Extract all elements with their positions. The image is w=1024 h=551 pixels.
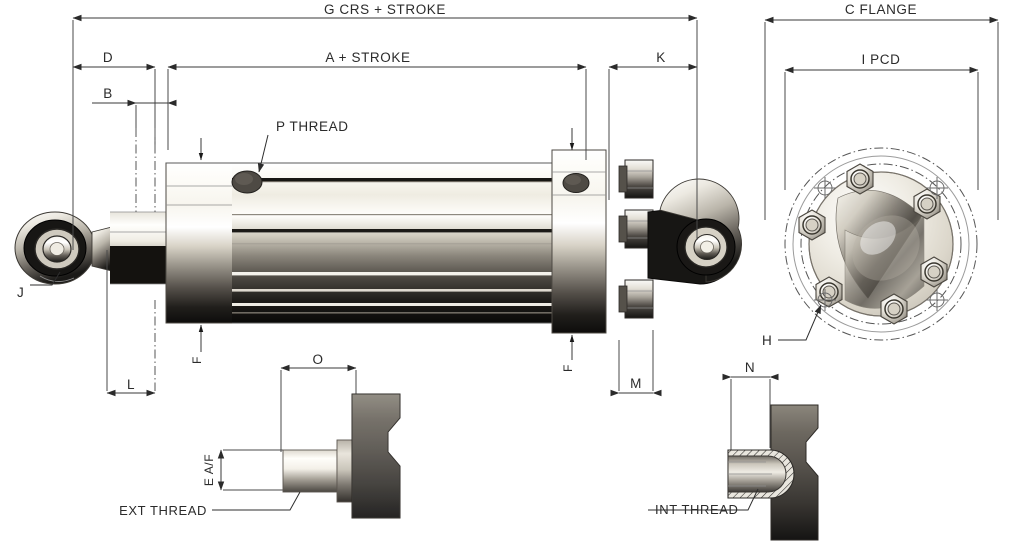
flange-pcd-circle [800, 163, 962, 325]
ext-detail-flange-body [351, 393, 401, 519]
dimension-label-c-flange: C FLANGE [845, 2, 917, 17]
leader-label-j: J [17, 285, 24, 300]
leader-h: H [762, 304, 822, 348]
leader-int-thread: INT THREAD [648, 488, 759, 517]
leader-label-h: H [762, 333, 772, 348]
dimension-label-m: M [630, 376, 642, 391]
dimension-label-f-2: F [561, 364, 575, 372]
dimension-m: M [610, 330, 662, 397]
leader-label-int-thread: INT THREAD [655, 502, 739, 517]
dimension-g-crs-stroke: G CRS + STROKE [72, 2, 698, 250]
dimension-n: N [722, 360, 779, 450]
tie-rod-nut [618, 279, 654, 319]
leader-ext-thread: EXT THREAD [119, 491, 301, 518]
dimension-label-k: K [656, 50, 666, 65]
cylinder-barrel [232, 162, 554, 324]
hydraulic-cylinder-side-elevation: G CRS + STROKE D A + STROKE K B [14, 2, 742, 397]
internal-thread-detail: N INT THREAD [648, 360, 819, 541]
gland-head [165, 162, 239, 324]
barrel-tie-rod-lines [232, 178, 554, 314]
dimension-i-pcd: I PCD [784, 52, 979, 190]
flange-center-band [835, 189, 925, 309]
flange-bolt [798, 209, 826, 241]
dimension-f-head-end: F [561, 334, 575, 372]
port-boss [231, 170, 263, 194]
dimension-k: K [608, 50, 698, 200]
dimension-b: B [92, 86, 177, 212]
dimension-a-stroke: A + STROKE [167, 50, 587, 160]
dimension-label-b: B [103, 86, 113, 101]
dimension-label-d: D [103, 50, 113, 65]
flange-bolt [846, 163, 874, 195]
dimension-label-l: L [127, 377, 135, 392]
leader-j: J [17, 271, 61, 300]
flange-outer-circle [792, 155, 970, 333]
bolt-hole-crosshair [814, 289, 836, 311]
head-end-block [551, 149, 607, 334]
leader-label-p-thread: P THREAD [276, 119, 349, 134]
dimension-label-g: G CRS + STROKE [324, 2, 446, 17]
dimension-c-flange: C FLANGE [764, 2, 999, 220]
bolt-hole-crosshair [814, 177, 836, 199]
flange-bolt [920, 256, 948, 288]
flange-end-view: C FLANGE I PCD [762, 2, 999, 348]
dimension-label-n: N [745, 360, 755, 375]
dimension-l: L [106, 250, 156, 397]
leader-p-thread: P THREAD [257, 119, 349, 173]
rod-eye-spherical-bearing [14, 211, 117, 285]
leader-label-ext-thread: EXT THREAD [119, 503, 207, 518]
bolt-hole-crosshair [926, 177, 948, 199]
flange-bolt [880, 293, 908, 325]
external-thread-detail: O E A/F EXT THREAD [119, 352, 401, 519]
dimension-f-rod-end: F [190, 324, 204, 364]
tie-rod-nut [618, 159, 654, 199]
dimension-label-i-pcd: I PCD [861, 52, 900, 67]
dimension-label-a: A + STROKE [325, 50, 410, 65]
dimension-e-af: E A/F [202, 449, 283, 491]
dimension-label-e-af: E A/F [202, 454, 216, 486]
barrel-top-arrow-marks [198, 128, 575, 161]
flange-bolt [913, 188, 941, 220]
flange-crosshair-markers [814, 177, 948, 311]
dimension-label-o: O [312, 352, 323, 367]
dimension-label-f-1: F [190, 356, 204, 364]
flange-outer-reference-circle [784, 147, 978, 341]
bolt-hole-crosshair [926, 289, 948, 311]
internal-threaded-bore [727, 449, 795, 499]
rear-eye-mount [647, 178, 742, 285]
